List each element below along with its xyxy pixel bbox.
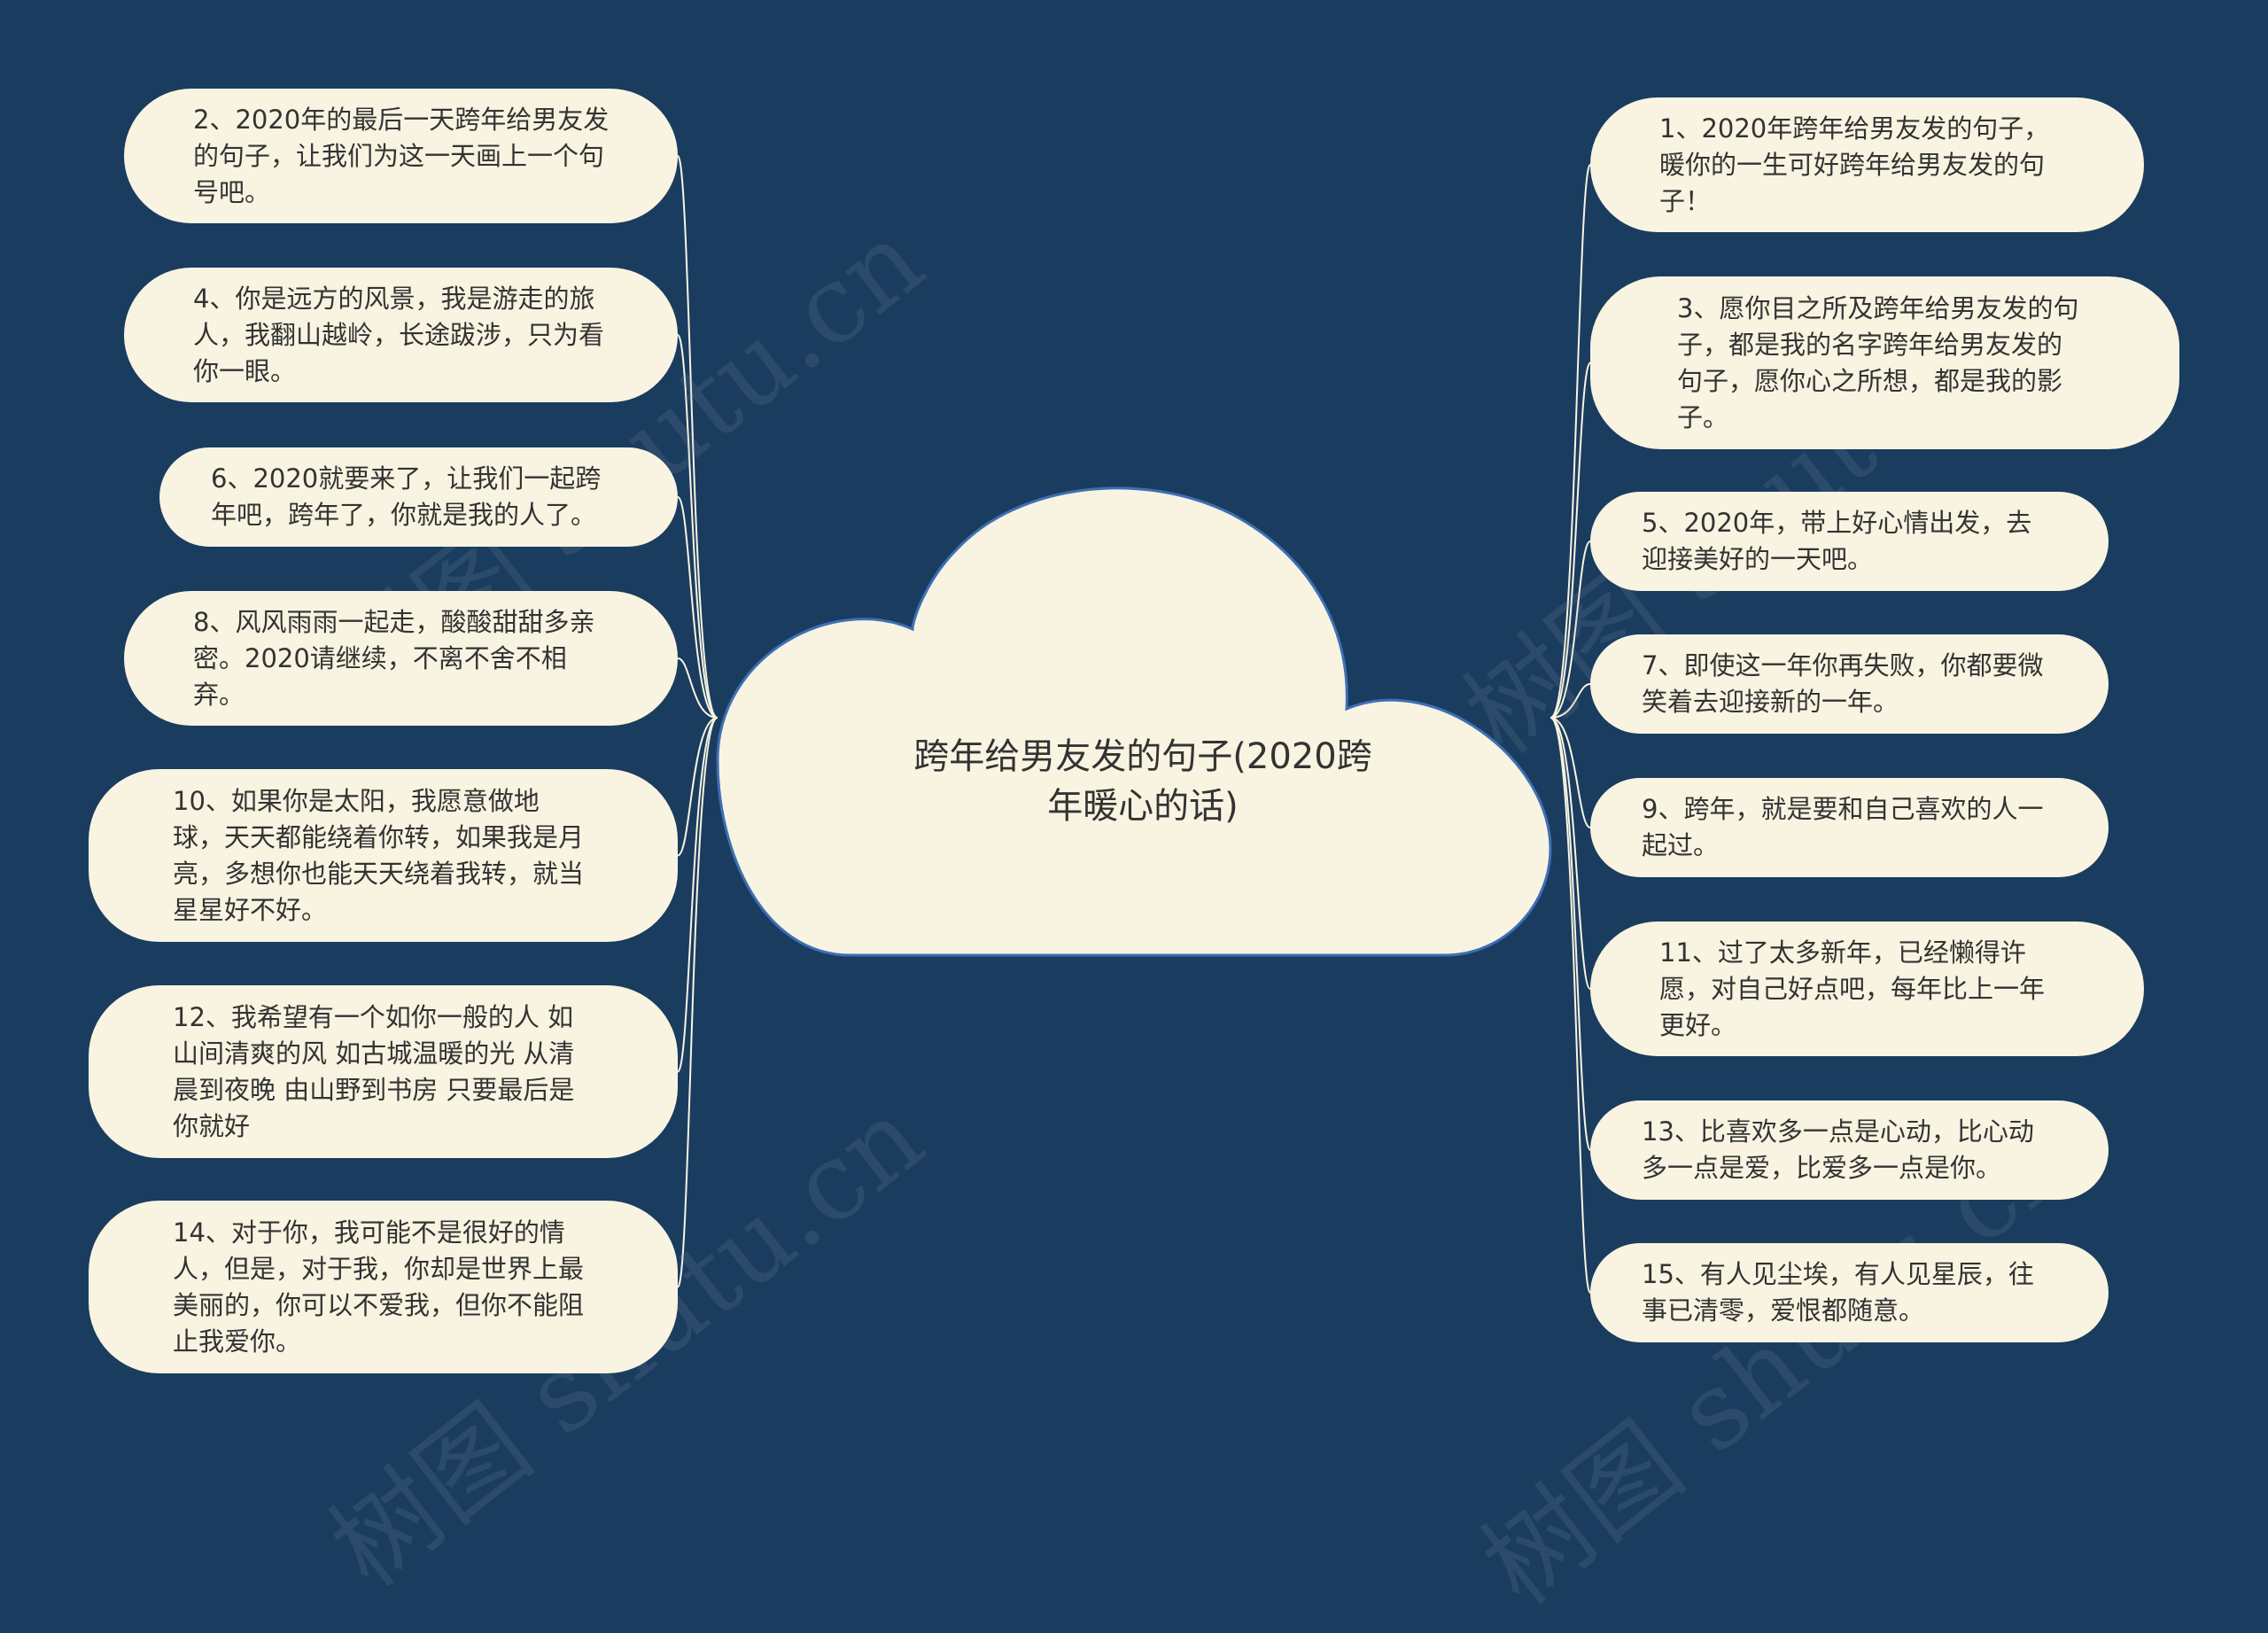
connector-line bbox=[1550, 717, 1591, 990]
connector-line bbox=[1550, 717, 1591, 1151]
connector-layer bbox=[677, 155, 1591, 1294]
connector-line bbox=[677, 717, 718, 1073]
connector-line bbox=[1550, 683, 1591, 719]
connector-line bbox=[1550, 164, 1591, 719]
node-text: 6、2020就要来了，让我们一起跨年吧，跨年了，你就是我的人了。 bbox=[211, 463, 602, 530]
connector-line bbox=[1550, 717, 1591, 1294]
node-text: 4、你是远方的风景，我是游走的旅人，我翻山越岭，长途跋涉，只为看你一眼。 bbox=[193, 283, 605, 386]
right-branch-node[interactable]: 9、跨年，就是要和自己喜欢的人一起过。 bbox=[1590, 778, 2109, 877]
connector-line bbox=[1550, 717, 1591, 828]
node-text: 3、愿你目之所及跨年给男友发的句子，都是我的名字跨年给男友发的句子，愿你心之所想… bbox=[1677, 292, 2079, 432]
right-branch-node[interactable]: 13、比喜欢多一点是心动，比心动多一点是爱，比爱多一点是你。 bbox=[1590, 1100, 2109, 1200]
node-text: 8、风风雨雨一起走，酸酸甜甜多亲密。2020请继续，不离不舍不相弃。 bbox=[193, 606, 595, 710]
connector-line bbox=[677, 657, 718, 719]
mind-map: 树图 shutu.cn 树图 shutu.cn 树图 shutu.cn 树图 s… bbox=[89, 89, 2179, 1629]
connector-line bbox=[677, 155, 718, 719]
left-branch-node[interactable]: 10、如果你是太阳，我愿意做地球，天天都能绕着你转，如果我是月亮，多想你也能天天… bbox=[89, 769, 678, 942]
node-text: 12、我希望有一个如你一般的人 如山间清爽的风 如古城温暖的光 从清晨到夜晚 由… bbox=[173, 1001, 575, 1141]
center-topic-title: 跨年给男友发的句子(2020跨年暖心的话) bbox=[913, 736, 1372, 827]
left-branch-node[interactable]: 8、风风雨雨一起走，酸酸甜甜多亲密。2020请继续，不离不舍不相弃。 bbox=[124, 591, 678, 726]
node-text: 14、对于你，我可能不是很好的情人，但是，对于我，你却是世界上最美丽的，你可以不… bbox=[173, 1217, 585, 1357]
node-text: 2、2020年的最后一天跨年给男友发的句子，让我们为这一天画上一个句号吧。 bbox=[193, 104, 610, 207]
right-branch-node[interactable]: 11、过了太多新年，已经懒得许愿，对自己好点吧，每年比上一年更好。 bbox=[1590, 921, 2144, 1056]
connector-line bbox=[677, 496, 718, 719]
node-text: 7、即使这一年你再失败，你都要微笑着去迎接新的一年。 bbox=[1642, 650, 2044, 717]
connector-line bbox=[677, 717, 718, 857]
left-branch-node[interactable]: 6、2020就要来了，让我们一起跨年吧，跨年了，你就是我的人了。 bbox=[159, 447, 678, 547]
node-text: 11、过了太多新年，已经懒得许愿，对自己好点吧，每年比上一年更好。 bbox=[1659, 937, 2046, 1040]
connector-line bbox=[1550, 362, 1591, 719]
node-text: 9、跨年，就是要和自己喜欢的人一起过。 bbox=[1642, 794, 2044, 860]
right-branch-node[interactable]: 3、愿你目之所及跨年给男友发的句子，都是我的名字跨年给男友发的句子，愿你心之所想… bbox=[1590, 276, 2179, 449]
node-text: 1、2020年跨年给男友发的句子，暖你的一生可好跨年给男友发的句子！ bbox=[1659, 113, 2050, 216]
node-text: 10、如果你是太阳，我愿意做地球，天天都能绕着你转，如果我是月亮，多想你也能天天… bbox=[173, 785, 585, 925]
left-branch-node[interactable]: 14、对于你，我可能不是很好的情人，但是，对于我，你却是世界上最美丽的，你可以不… bbox=[89, 1201, 678, 1373]
connector-line bbox=[677, 717, 718, 1288]
node-text: 5、2020年，带上好心情出发，去迎接美好的一天吧。 bbox=[1642, 508, 2032, 574]
connector-line bbox=[677, 334, 718, 719]
left-branch-node[interactable]: 12、我希望有一个如你一般的人 如山间清爽的风 如古城温暖的光 从清晨到夜晚 由… bbox=[89, 985, 678, 1158]
center-cloud[interactable] bbox=[716, 486, 1552, 957]
node-text: 13、比喜欢多一点是心动，比心动多一点是爱，比爱多一点是你。 bbox=[1642, 1116, 2034, 1183]
node-text: 15、有人见尘埃，有人见星辰，往事已清零，爱恨都随意。 bbox=[1642, 1259, 2034, 1326]
right-branch-node[interactable]: 5、2020年，带上好心情出发，去迎接美好的一天吧。 bbox=[1590, 492, 2109, 591]
right-branch-node[interactable]: 7、即使这一年你再失败，你都要微笑着去迎接新的一年。 bbox=[1590, 634, 2109, 734]
right-branch-node[interactable]: 15、有人见尘埃，有人见星辰，往事已清零，爱恨都随意。 bbox=[1590, 1243, 2109, 1342]
connector-line bbox=[1550, 540, 1591, 719]
right-branch-node[interactable]: 1、2020年跨年给男友发的句子，暖你的一生可好跨年给男友发的句子！ bbox=[1590, 97, 2144, 232]
left-branch-node[interactable]: 4、你是远方的风景，我是游走的旅人，我翻山越岭，长途跋涉，只为看你一眼。 bbox=[124, 268, 678, 402]
left-branch-node[interactable]: 2、2020年的最后一天跨年给男友发的句子，让我们为这一天画上一个句号吧。 bbox=[124, 89, 678, 223]
